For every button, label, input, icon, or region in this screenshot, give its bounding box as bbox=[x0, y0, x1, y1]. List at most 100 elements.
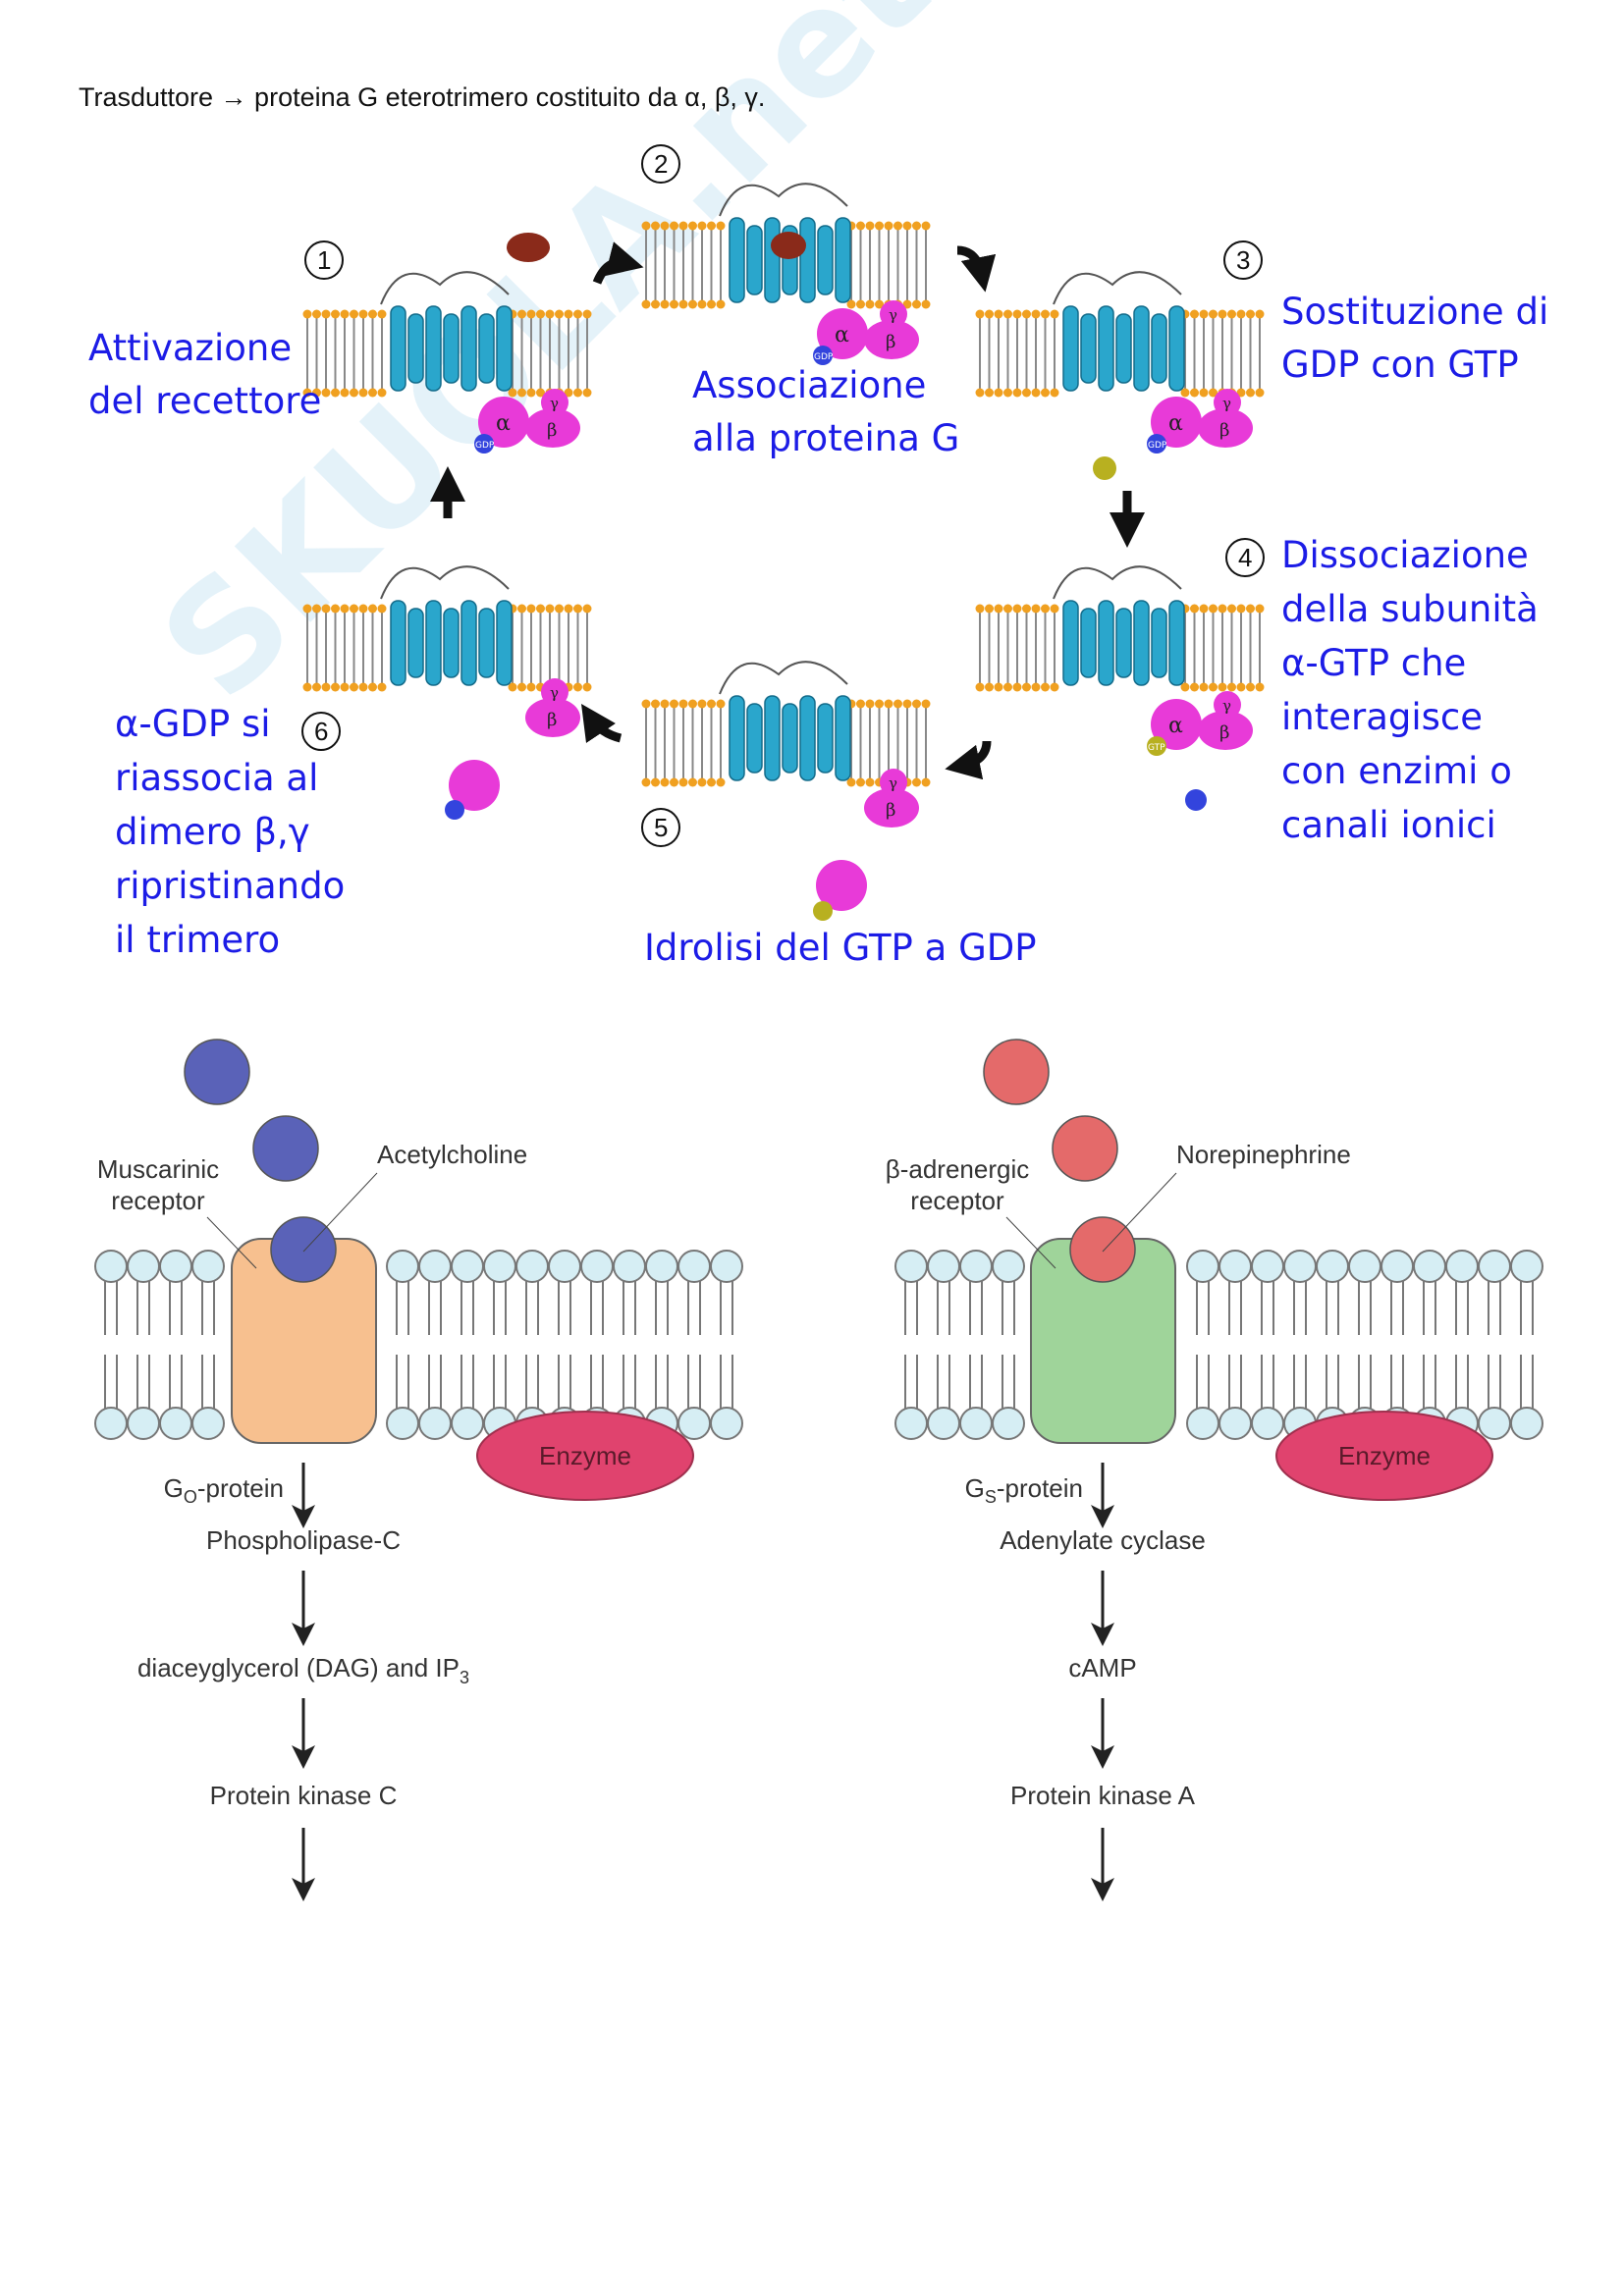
lipid-head bbox=[651, 299, 660, 309]
step-number-circle bbox=[1225, 538, 1265, 577]
lipid-head bbox=[992, 1250, 1025, 1283]
lipid-tail bbox=[623, 1281, 636, 1409]
lipid-head bbox=[418, 1250, 452, 1283]
lipid-head bbox=[1041, 388, 1050, 398]
ligand-pointer bbox=[1102, 1172, 1177, 1253]
transmembrane-helix bbox=[1168, 305, 1185, 392]
lipid-tail bbox=[525, 1281, 539, 1409]
lipid-head bbox=[1246, 388, 1255, 398]
lipid-head bbox=[312, 309, 321, 319]
cascade-step: Protein kinase A bbox=[1010, 1781, 1196, 1810]
gdp-label: GDP bbox=[814, 352, 834, 362]
lipid-tail bbox=[396, 1281, 409, 1409]
lipid-head bbox=[340, 388, 350, 398]
lipid-head bbox=[358, 604, 368, 614]
lipid-head bbox=[707, 699, 716, 709]
gamma-subunit bbox=[880, 769, 907, 796]
beta-subunit bbox=[1198, 711, 1253, 750]
lipid-head bbox=[678, 221, 688, 231]
transmembrane-helix bbox=[835, 695, 851, 781]
transmembrane-helix bbox=[1062, 600, 1079, 686]
lipid-head bbox=[716, 777, 726, 787]
lipid-head bbox=[875, 221, 884, 231]
step-number: 4 bbox=[1238, 543, 1252, 572]
step-description-line: Idrolisi del GTP a GDP bbox=[644, 927, 1037, 969]
ligand-molecule bbox=[1052, 1115, 1118, 1182]
transmembrane-helix bbox=[817, 703, 834, 774]
lipid-head bbox=[1031, 309, 1041, 319]
lipid-head bbox=[856, 299, 865, 309]
gamma-label: γ bbox=[550, 684, 559, 702]
lipid-tail bbox=[460, 1281, 474, 1409]
lipid-head bbox=[678, 299, 688, 309]
lipid-head bbox=[641, 777, 651, 787]
lipid-head bbox=[670, 699, 678, 709]
lipid-head bbox=[1246, 604, 1255, 614]
lipid-head bbox=[526, 388, 536, 398]
lipid-head bbox=[564, 388, 573, 398]
lipid-head bbox=[1218, 682, 1227, 692]
lipid-head bbox=[1209, 309, 1218, 319]
step-number: 6 bbox=[314, 717, 328, 746]
transmembrane-helix bbox=[1080, 608, 1097, 678]
lipid-tail bbox=[1228, 1281, 1242, 1409]
beta-subunit bbox=[525, 698, 580, 737]
lipid-head bbox=[641, 699, 651, 709]
lipid-head bbox=[846, 777, 856, 787]
lipid-head bbox=[517, 388, 526, 398]
lipid-head bbox=[697, 699, 707, 709]
lipid-head bbox=[1236, 309, 1246, 319]
lipid-head bbox=[856, 699, 865, 709]
transmembrane-helix bbox=[729, 217, 745, 303]
lipid-head bbox=[707, 299, 716, 309]
gamma-label: γ bbox=[550, 395, 559, 412]
lipid-head bbox=[159, 1250, 192, 1283]
page-title: Trasduttore → proteina G eterotrimero co… bbox=[79, 82, 765, 112]
gamma-subunit bbox=[1214, 389, 1241, 416]
lipid-head bbox=[660, 299, 670, 309]
lipid-head bbox=[1209, 682, 1218, 692]
lipid-head bbox=[548, 1250, 581, 1283]
lipid-tail bbox=[558, 1281, 571, 1409]
gdp-molecule bbox=[474, 434, 494, 454]
beta-subunit bbox=[864, 320, 919, 359]
alpha-label: α bbox=[835, 323, 849, 347]
lipid-head bbox=[1199, 309, 1209, 319]
lipid-head bbox=[865, 777, 875, 787]
lipid-tail bbox=[1520, 1281, 1534, 1409]
lipid-head bbox=[350, 309, 358, 319]
ligand-molecule bbox=[184, 1039, 250, 1105]
lipid-head bbox=[710, 1250, 743, 1283]
lipid-tail bbox=[1358, 1281, 1372, 1409]
pathway-2: β-adrenergicreceptorNorepinephrineEnzyme… bbox=[886, 1039, 1543, 1901]
lipid-head bbox=[902, 299, 912, 309]
transmembrane-helix bbox=[1062, 305, 1079, 392]
lipid-head bbox=[927, 1250, 960, 1283]
transmembrane-helix bbox=[799, 695, 816, 781]
step-description-line: α-GTP che bbox=[1281, 642, 1466, 684]
lipid-head bbox=[1186, 1250, 1219, 1283]
lipid-head bbox=[959, 1250, 993, 1283]
lipid-head bbox=[670, 221, 678, 231]
lipid-head bbox=[358, 682, 368, 692]
beta-label: β bbox=[1219, 420, 1229, 441]
transmembrane-helix bbox=[764, 217, 781, 303]
lipid-head bbox=[660, 221, 670, 231]
lipid-head bbox=[1180, 682, 1190, 692]
lipid-head bbox=[865, 221, 875, 231]
lipid-head bbox=[451, 1407, 484, 1440]
lipid-head bbox=[975, 309, 985, 319]
step-description-line: GDP con GTP bbox=[1281, 344, 1519, 386]
beta-subunit bbox=[864, 788, 919, 828]
step-description-line: riassocia al bbox=[115, 757, 318, 799]
lipid-tail bbox=[104, 1281, 118, 1409]
step-number: 2 bbox=[654, 149, 668, 179]
lipid-tail bbox=[590, 1281, 604, 1409]
lipid-head bbox=[1251, 1250, 1284, 1283]
lipid-head bbox=[1236, 604, 1246, 614]
transmembrane-helix bbox=[478, 608, 495, 678]
lipid-head bbox=[340, 682, 350, 692]
gamma-label: γ bbox=[1222, 697, 1231, 715]
